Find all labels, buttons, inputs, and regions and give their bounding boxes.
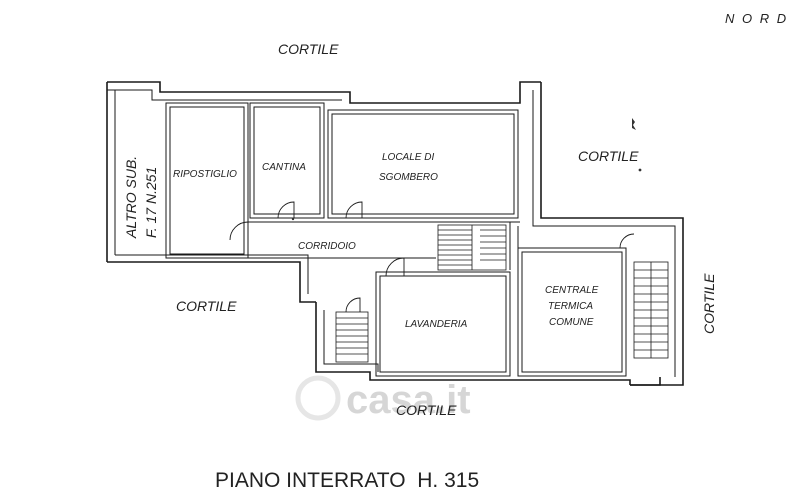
neighbor-label-line2: F. 17 N.251 [143,167,159,238]
room-label-centrale-line1: CENTRALE [545,285,599,296]
room-label-lavanderia: LAVANDERIA [405,319,468,330]
stairs [335,224,669,363]
watermark-logo-icon [295,375,341,421]
room-label-cantina: CANTINA [262,162,306,173]
watermark: casa.it [295,375,471,422]
north-marker-icon [291,118,642,221]
compass-label: N O R D [725,11,788,26]
neighbor-label-line1: ALTRO SUB. [123,156,139,239]
room-label-corridoio: CORRIDOIO [298,241,356,252]
yard-label-right-upper: CORTILE [578,148,639,164]
doors [229,201,635,313]
room-label-locale-line1: LOCALE DI [382,152,434,163]
yard-label-bottom: CORTILE [396,402,457,418]
room-label-centrale-line2: TERMICA [548,301,593,312]
room-label-ripostiglio: RIPOSTIGLIO [173,169,237,180]
outer-walls [106,81,684,386]
watermark-text: casa.it [346,378,471,422]
yard-label-left-lower: CORTILE [176,298,237,314]
yard-label-top: CORTILE [278,41,339,57]
interior-walls [165,102,627,377]
room-label-locale-line2: SGOMBERO [379,172,438,183]
room-label-centrale-line3: COMUNE [549,317,594,328]
yard-label-right-vertical: CORTILE [701,273,717,334]
plan-title: PIANO INTERRATO H. 315 [215,469,479,492]
